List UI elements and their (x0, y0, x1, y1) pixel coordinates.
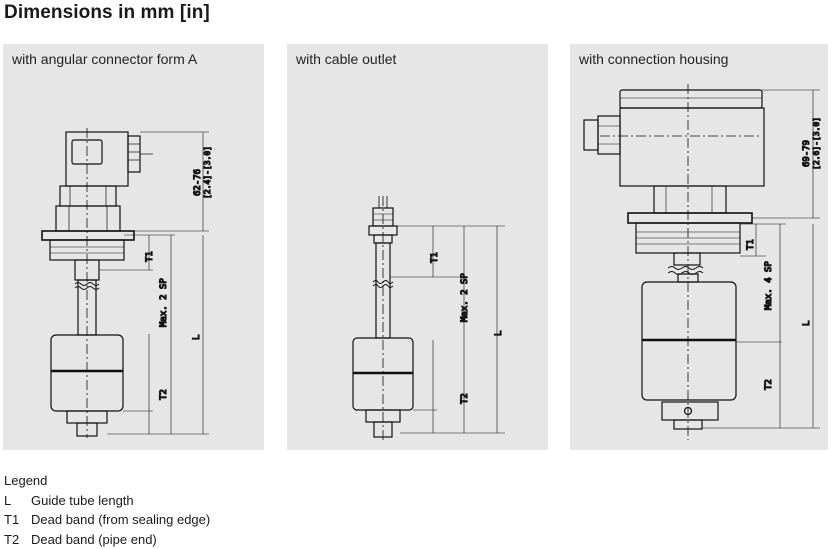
dim-t2: T2 (159, 389, 169, 400)
legend-heading: Legend (4, 471, 210, 491)
legend-text: Guide tube length (31, 491, 134, 511)
dim-t2: T2 (764, 379, 774, 390)
dim-l: L (494, 331, 504, 336)
legend-key: T2 (4, 530, 31, 549)
dim-max: Max. 4 SP (764, 261, 774, 310)
cable-outlet-drawing: T1 Max. 2 SP L T2 (287, 44, 548, 450)
flange (628, 213, 752, 223)
dim-top-mm: 69-79 (802, 140, 812, 167)
dim-t1: T1 (430, 252, 440, 263)
dim-t2: T2 (460, 393, 470, 404)
legend-item: T2 Dead band (pipe end) (4, 530, 210, 549)
dim-top-mm: 62-76 (193, 169, 203, 196)
dim-max: Max. 2 SP (159, 278, 169, 327)
legend-text: Dead band (from sealing edge) (31, 510, 210, 530)
hex-body (60, 186, 116, 206)
drawing-panel-connection-housing: with connection housing (570, 44, 828, 450)
legend-key: L (4, 491, 31, 511)
page-title: Dimensions in mm [in] (4, 2, 210, 24)
legend-text: Dead band (pipe end) (31, 530, 157, 549)
housing-body (620, 108, 764, 186)
cable-gland (598, 116, 620, 154)
connection-housing-drawing: 69-79 [2.6]-[3.0] T1 Max. 4 SP L T2 (570, 44, 828, 450)
drawing-panel-cable-outlet: with cable outlet T1 (287, 44, 548, 450)
housing-lid (620, 90, 762, 108)
legend-item: L Guide tube length (4, 491, 210, 511)
legend-key: T1 (4, 510, 31, 530)
dim-max: Max. 2 SP (460, 273, 470, 322)
dim-top-in: [2.6]-[3.0] (812, 117, 821, 170)
dim-t1: T1 (145, 251, 155, 262)
drawing-panel-angular-connector: with angular connector form A (3, 44, 264, 450)
legend: Legend L Guide tube length T1 Dead band … (4, 471, 210, 549)
legend-item: T1 Dead band (from sealing edge) (4, 510, 210, 530)
dim-l: L (802, 321, 812, 326)
dim-l: L (192, 335, 202, 340)
dim-t1: T1 (746, 239, 756, 250)
angular-connector-drawing: 62-76 [2.4]-[3.0] T1 Max. 2 SP L T2 (3, 44, 264, 450)
dim-top-in: [2.4]-[3.0] (203, 146, 212, 199)
flange (42, 231, 134, 240)
